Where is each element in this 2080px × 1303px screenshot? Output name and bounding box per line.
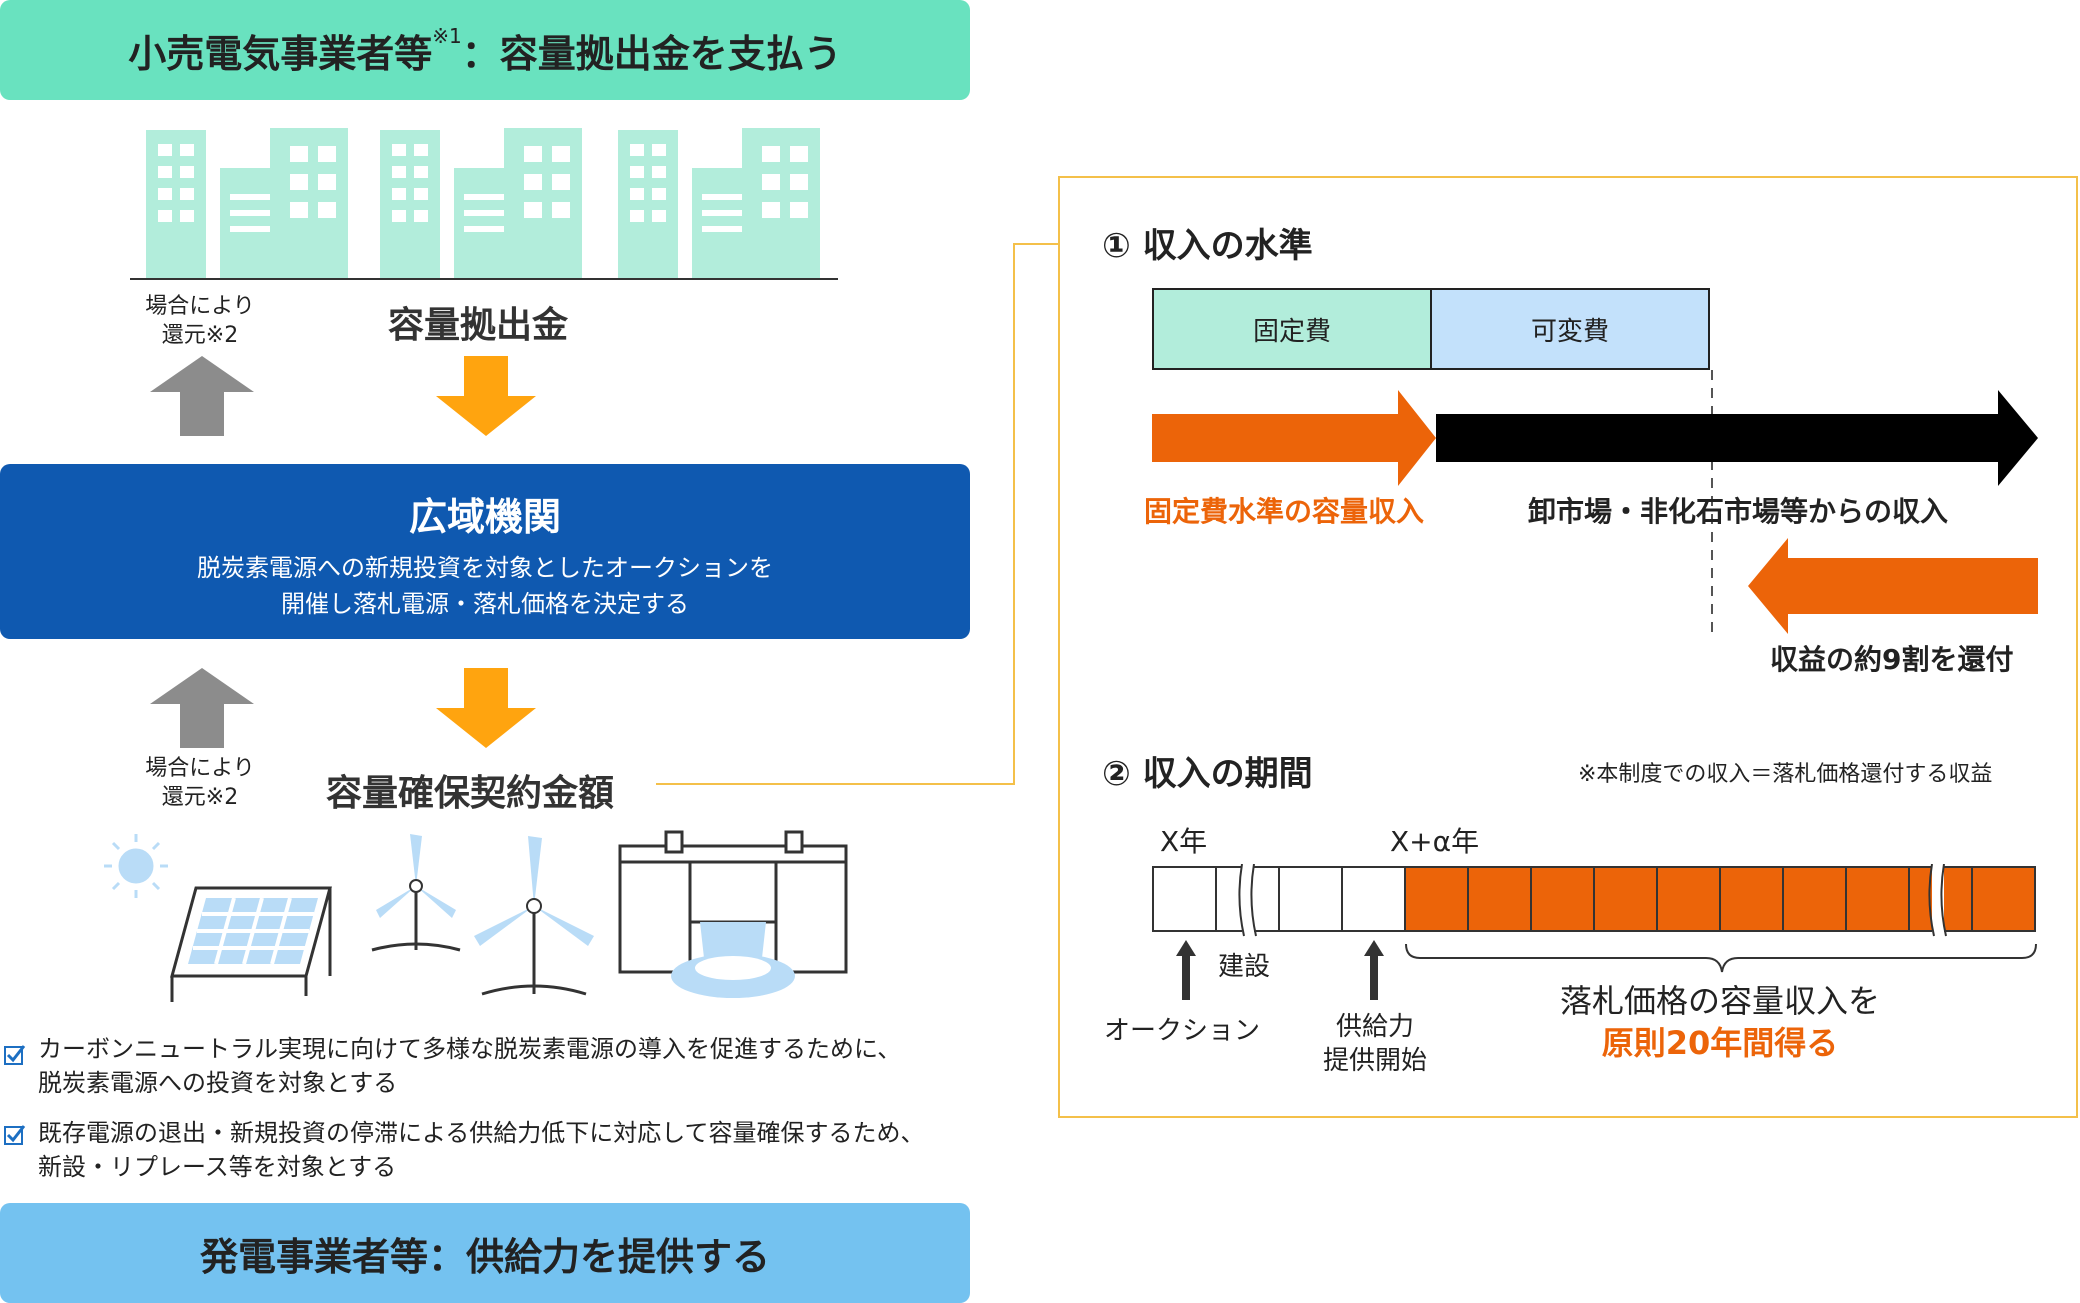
power-plants-illustration <box>104 830 848 1002</box>
retailer-action: ：容量拠出金を支払う <box>461 31 842 76</box>
auction-arrow-icon <box>1176 940 1196 1000</box>
fixed-cost-box: 固定費 <box>1152 288 1432 370</box>
occto-box: 広域機関 脱炭素電源への新規投資を対象としたオークションを 開催し落札電源・落札… <box>0 464 970 639</box>
year-x-alpha-label: X+α年 <box>1390 825 1480 858</box>
checkbox-icon <box>4 1125 26 1145</box>
brace-line <box>1405 943 2037 973</box>
contract-amount-label: 容量確保契約金額 <box>326 773 615 814</box>
period-timeline <box>1152 864 2037 1000</box>
check-item-1: カーボンニュートラル実現に向けて多様な脱炭素電源の導入を促進するために、 脱炭素… <box>38 1035 902 1097</box>
refund-note-lower: 場合により 還元※2 <box>145 756 255 810</box>
variable-cost-box: 可変費 <box>1430 288 1710 370</box>
contribution-label: 容量拠出金 <box>388 305 569 346</box>
construction-label: 建設 <box>1218 952 1271 982</box>
refund-label: 収益の約9割を還付 <box>1770 643 2014 676</box>
capacity-income-label: 固定費水準の容量収入 <box>1144 495 1425 528</box>
checkbox-icon <box>4 1045 26 1065</box>
auction-label: オークション <box>1104 1016 1261 1046</box>
occto-title: 広域機関 <box>408 495 561 539</box>
dam-icon <box>618 830 848 998</box>
occto-description: 脱炭素電源への新規投資を対象としたオークションを 開催し落札電源・落札価格を決定… <box>197 554 773 618</box>
ground-line <box>130 278 838 280</box>
wind-turbine-icon <box>371 834 461 952</box>
supply-start-label: 供給力 提供開始 <box>1322 1012 1427 1076</box>
income-period-title: ② 収入の期間 <box>1102 754 1313 794</box>
capacity-income-arrow <box>1152 390 1436 486</box>
income-level-title: ① 収入の水準 <box>1102 226 1313 266</box>
gray-up-arrow-icon <box>150 668 254 748</box>
wind-turbine-icon <box>474 836 594 996</box>
sun-icon <box>104 834 168 898</box>
orange-down-arrow-icon <box>436 668 536 748</box>
retailer-bar: 小売電気事業者等※1：容量拠出金を支払う <box>0 0 970 100</box>
buildings-illustration <box>146 128 820 280</box>
connector-line <box>656 243 1058 785</box>
gray-up-arrow-icon <box>150 356 254 436</box>
income-level-arrows <box>1152 370 2038 638</box>
refund-note-upper: 場合により 還元※2 <box>145 294 255 348</box>
market-income-label: 卸市場・非化石市場等からの収入 <box>1528 495 1949 528</box>
note-mark-1: ※1 <box>432 24 462 48</box>
retailer-title: 小売電気事業者等 <box>128 31 433 76</box>
income-cells <box>1404 866 2036 932</box>
orange-down-arrow-icon <box>436 356 536 436</box>
refund-arrow <box>1748 538 2038 634</box>
solar-panel-icon <box>170 886 332 1002</box>
market-income-arrow <box>1436 390 2038 486</box>
period-income-label: 落札価格の容量収入を 原則20年間得る <box>1559 982 1880 1062</box>
year-x-label: X年 <box>1160 825 1208 858</box>
construction-cells <box>1152 866 1406 932</box>
check-item-2: 既存電源の退出・新規投資の停滞による供給力低下に対応して容量確保するため、 新設… <box>38 1119 925 1181</box>
generator-bar: 発電事業者等：供給力を提供する <box>0 1203 970 1303</box>
supply-arrow-icon <box>1364 940 1384 1000</box>
income-panel <box>1058 176 2078 1118</box>
income-note: ※本制度での収入＝落札価格還付する収益 <box>1578 762 1993 787</box>
